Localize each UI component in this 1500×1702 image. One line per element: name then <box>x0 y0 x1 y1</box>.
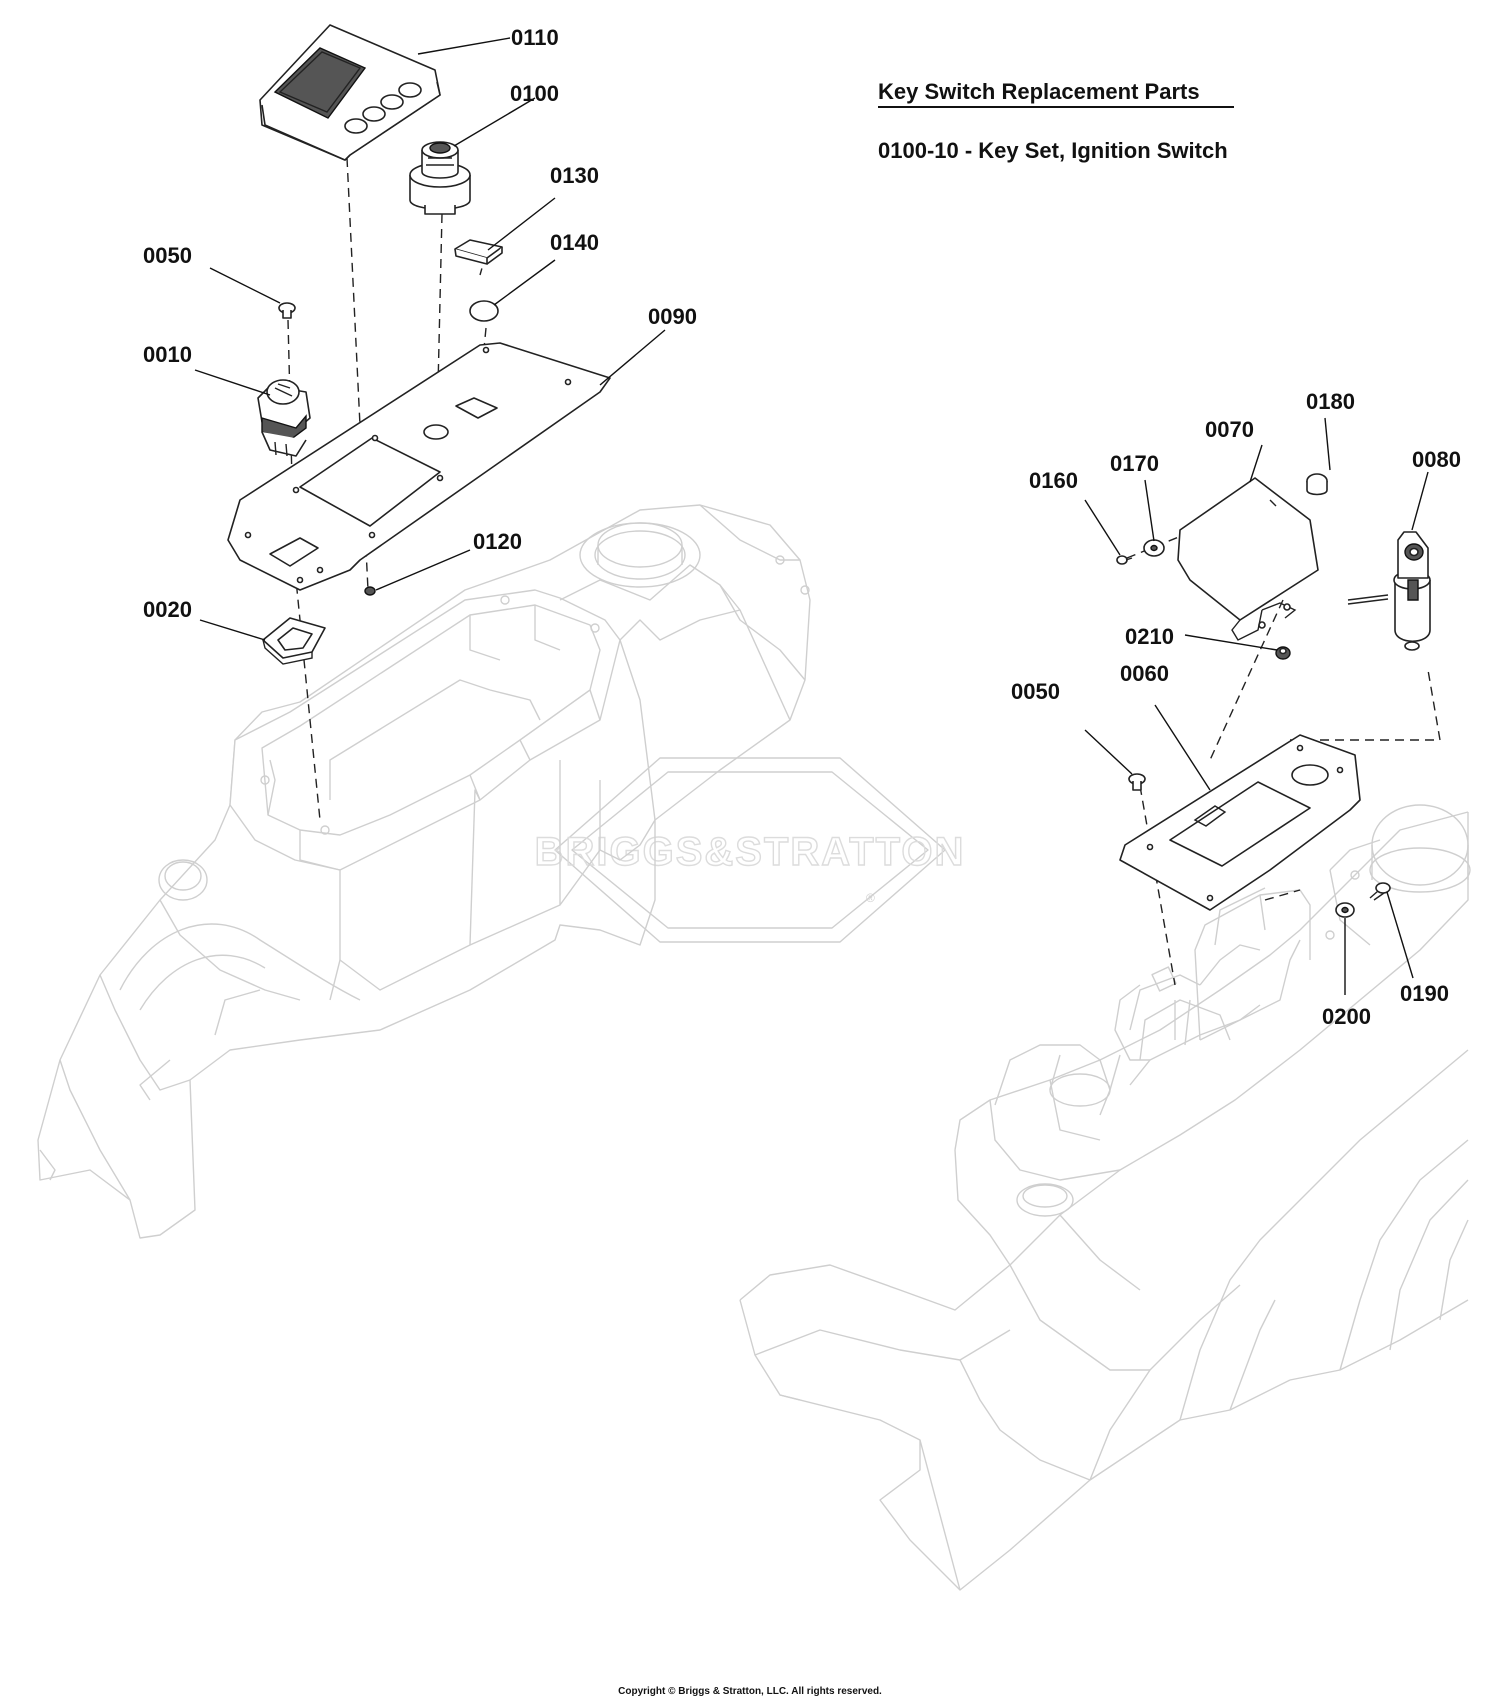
heading-title: Key Switch Replacement Parts <box>878 79 1200 104</box>
callout-0010: 0010 <box>143 342 192 367</box>
part-0130-cap <box>454 239 503 265</box>
watermark: BRIGGS&STRATTON ® <box>534 757 966 943</box>
part-0060-plate <box>1119 734 1361 911</box>
callout-0170: 0170 <box>1110 451 1159 476</box>
callout-0140: 0140 <box>550 230 599 255</box>
watermark-mark: ® <box>866 891 875 905</box>
callout-0090: 0090 <box>648 304 697 329</box>
callout-0180: 0180 <box>1306 389 1355 414</box>
callout-0100: 0100 <box>510 81 559 106</box>
part-0180-knob <box>1306 473 1328 496</box>
right-console-housing <box>739 804 1471 1591</box>
callout-0120: 0120 <box>473 529 522 554</box>
part-0090-panel-plate <box>227 342 611 591</box>
part-0120-nut <box>364 586 376 596</box>
heading-item: 0100-10 - Key Set, Ignition Switch <box>878 138 1228 163</box>
copyright-notice: Copyright © Briggs & Stratton, LLC. All … <box>618 1686 882 1697</box>
part-0140-ring <box>469 300 499 322</box>
part-0100-ignition-switch <box>409 141 471 215</box>
callout-0050-right: 0050 <box>1011 679 1060 704</box>
part-0070-cover <box>1177 477 1319 641</box>
right-leader-lines <box>1084 417 1429 995</box>
callout-0020: 0020 <box>143 597 192 622</box>
watermark-text: BRIGGS&STRATTON <box>535 830 966 874</box>
callout-0080: 0080 <box>1412 447 1461 472</box>
callout-0200: 0200 <box>1322 1004 1371 1029</box>
part-0110-display <box>259 24 441 161</box>
part-0170-washer <box>1143 539 1165 557</box>
replacement-parts-heading: Key Switch Replacement Parts 0100-10 - K… <box>878 79 1234 163</box>
part-0190-screw <box>1369 882 1391 901</box>
callout-0070: 0070 <box>1205 417 1254 442</box>
part-0210-nut <box>1275 646 1291 660</box>
callout-0130: 0130 <box>550 163 599 188</box>
part-0200-washer <box>1335 902 1355 918</box>
part-0080-outlet <box>1347 531 1431 651</box>
callout-0160: 0160 <box>1029 468 1078 493</box>
callout-0210: 0210 <box>1125 624 1174 649</box>
callout-0190: 0190 <box>1400 981 1449 1006</box>
left-console-housing <box>37 504 811 1239</box>
part-0050-screw-right <box>1128 773 1146 791</box>
callout-0060: 0060 <box>1120 661 1169 686</box>
part-0010-switch <box>257 379 311 457</box>
part-0160-screw <box>1116 555 1133 565</box>
callout-labels: 0110 0100 0130 0140 0050 0090 0010 0120 … <box>143 25 1461 1029</box>
part-0020-bezel <box>262 617 326 665</box>
part-0050-screw-left <box>278 302 296 319</box>
callout-0110: 0110 <box>511 25 559 50</box>
left-leader-lines <box>194 37 666 641</box>
callout-0050-left: 0050 <box>143 243 192 268</box>
